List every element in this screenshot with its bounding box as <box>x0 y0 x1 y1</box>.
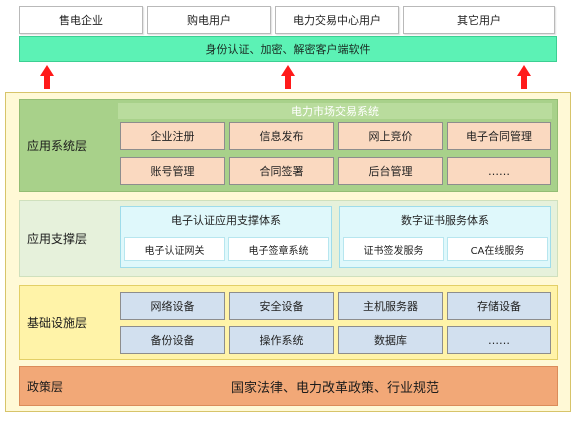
app-item-info-publish: 信息发布 <box>229 122 334 150</box>
app-item-more: …… <box>447 157 551 185</box>
user-box-trading-center: 电力交易中心用户 <box>275 6 399 34</box>
user-box-other-users: 其它用户 <box>403 6 555 34</box>
up-arrow-icon <box>517 65 531 89</box>
e-auth-support-title: 电子认证应用支撑体系 <box>171 214 281 227</box>
infra-item-operating-system: 操作系统 <box>229 326 334 354</box>
app-item-account-management: 账号管理 <box>120 157 225 185</box>
policy-layer-label: 政策层 <box>27 379 64 394</box>
infra-item-storage-equipment: 存储设备 <box>447 292 551 320</box>
infrastructure-layer-label: 基础设施层 <box>27 316 88 330</box>
infra-item-backup-equipment: 备份设备 <box>120 326 225 354</box>
policy-layer <box>19 366 558 406</box>
infra-item-host-server: 主机服务器 <box>338 292 443 320</box>
digital-cert-service-title: 数字证书服务体系 <box>401 214 489 227</box>
support-item-e-auth-gateway: 电子认证网关 <box>124 237 225 261</box>
policy-layer-text: 国家法律、电力改革政策、行业规范 <box>230 380 439 396</box>
infra-item-network-equipment: 网络设备 <box>120 292 225 320</box>
auth-client-software-bar: 身份认证、加密、解密客户端软件 <box>19 36 557 62</box>
infra-item-database: 数据库 <box>338 326 443 354</box>
up-arrow-icon <box>281 65 295 89</box>
support-item-e-signature-system: 电子签章系统 <box>228 237 329 261</box>
support-item-cert-issuance: 证书签发服务 <box>343 237 444 261</box>
support-item-ca-online-service: CA在线服务 <box>447 237 548 261</box>
application-layer-label: 应用系统层 <box>27 139 88 153</box>
user-box-power-buyer: 购电用户 <box>147 6 271 34</box>
user-box-sales-company: 售电企业 <box>19 6 143 34</box>
app-item-online-bidding: 网上竞价 <box>338 122 443 150</box>
infra-item-more: …… <box>447 326 551 354</box>
app-item-backend-management: 后台管理 <box>338 157 443 185</box>
app-item-e-contract-management: 电子合同管理 <box>447 122 551 150</box>
support-layer-label: 应用支撑层 <box>27 232 88 246</box>
up-arrow-icon <box>40 65 54 89</box>
market-trading-system-title: 电力市场交易系统 <box>118 103 552 119</box>
infra-item-security-equipment: 安全设备 <box>229 292 334 320</box>
app-item-contract-signing: 合同签署 <box>229 157 334 185</box>
app-item-enterprise-registration: 企业注册 <box>120 122 225 150</box>
